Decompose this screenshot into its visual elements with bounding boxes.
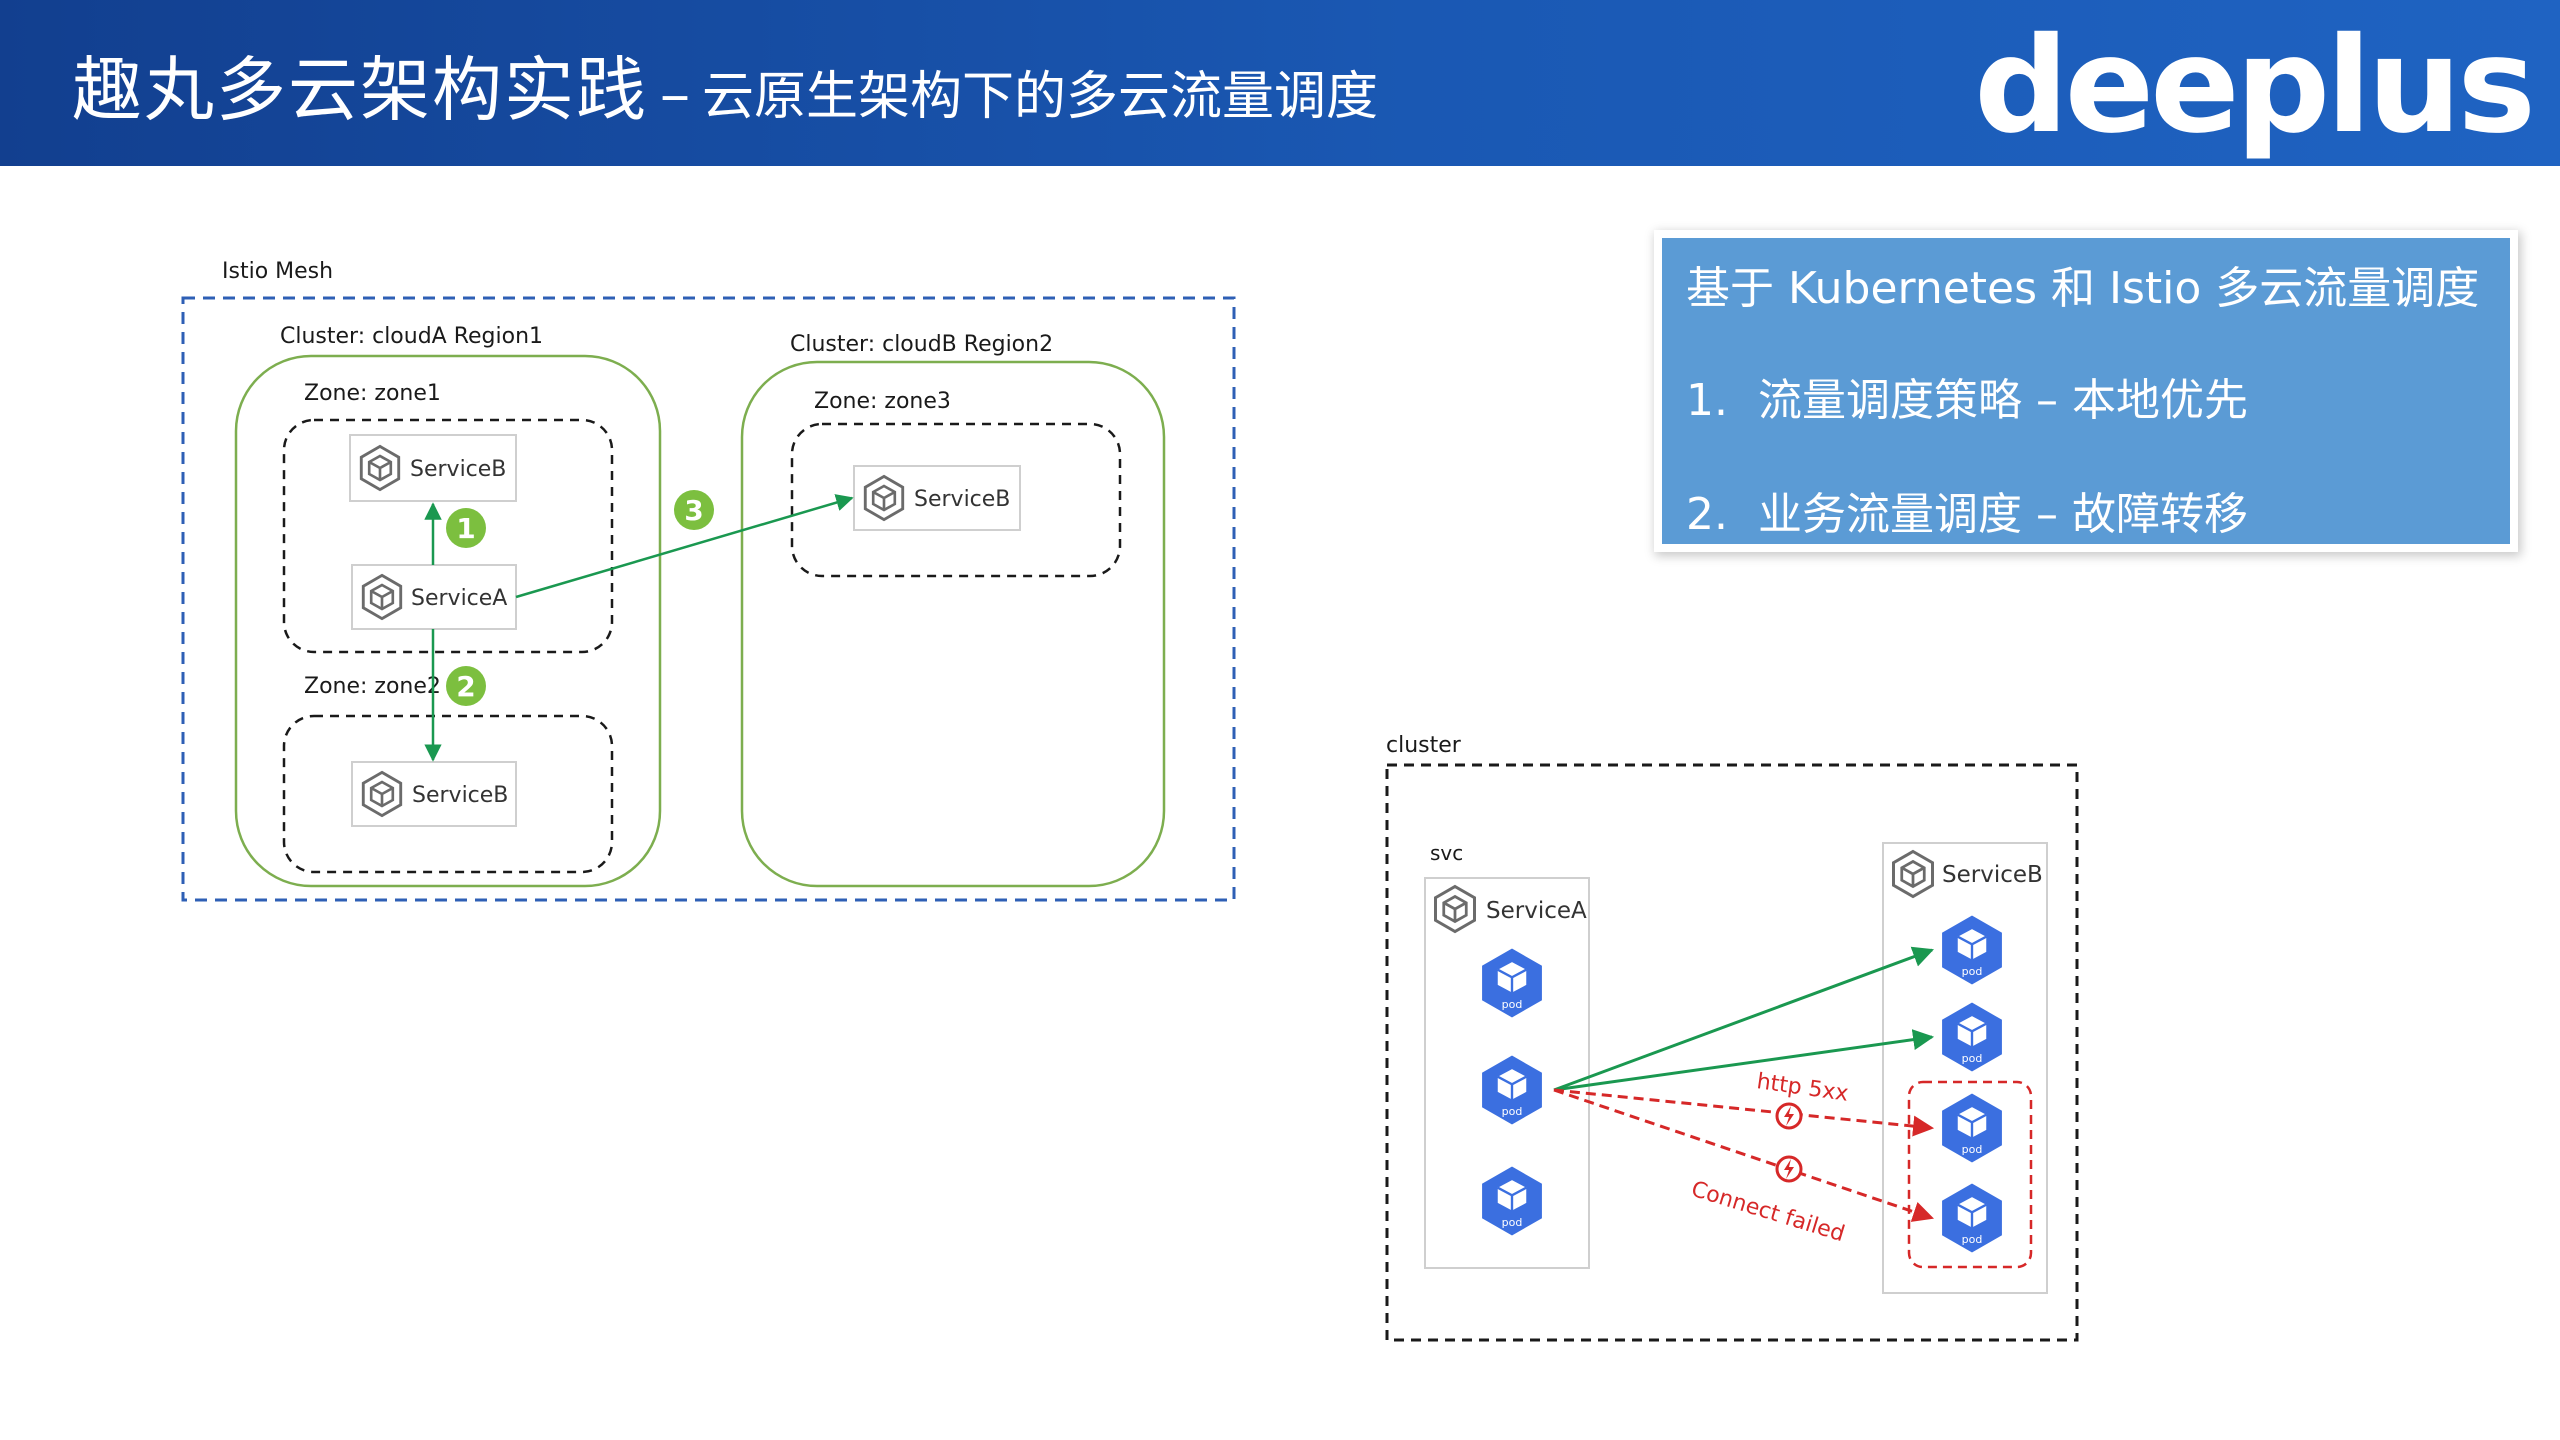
pod-b3: pod [1939, 1090, 2005, 1166]
serviceb-column [1882, 842, 2048, 1294]
svg-text:pod: pod [1962, 965, 1983, 978]
panel-item-2-text: 业务流量调度 – 故障转移 [1758, 489, 2248, 540]
panel-title: 基于 Kubernetes 和 Istio 多云流量调度 [1686, 263, 2480, 314]
svg-text:pod: pod [1502, 1105, 1523, 1118]
svg-text:ServiceB: ServiceB [914, 487, 1010, 512]
cluster-a-label: Cluster: cloudA Region1 [280, 324, 543, 349]
servicea-column [1424, 877, 1590, 1269]
failed-pods-group [1907, 1080, 2033, 1269]
deeplus-logo: deeplus [1974, 9, 2536, 163]
pod-b2: pod [1939, 999, 2005, 1075]
svg-text:pod: pod [1962, 1143, 1983, 1156]
servicea-icon [1434, 885, 1476, 933]
zone1-box [282, 418, 614, 654]
istio-mesh-label: Istio Mesh [222, 259, 333, 284]
fail-icon-1 [1775, 1102, 1803, 1130]
title-main: 趣丸多云架构实践 [72, 49, 648, 131]
marker-2: 2 [446, 666, 486, 706]
fail-icon-2 [1775, 1155, 1803, 1183]
svg-text:ServiceA: ServiceA [411, 586, 507, 611]
pod-b1: pod [1939, 912, 2005, 988]
pod-a3: pod [1479, 1163, 1545, 1239]
cluster-boundary [1385, 763, 2079, 1342]
pod-a2: pod [1479, 1052, 1545, 1128]
zone2-label: Zone: zone2 [304, 674, 441, 699]
zone3-box [790, 422, 1122, 578]
serviceb-title: ServiceB [1942, 862, 2043, 888]
svg-text:ServiceB: ServiceB [412, 783, 508, 808]
svg-text:pod: pod [1502, 998, 1523, 1011]
pod-a1: pod [1479, 945, 1545, 1021]
cluster-a-box [234, 354, 662, 888]
arrow-fail-2 [1553, 1088, 1934, 1222]
panel-item-2-number: 2. [1686, 489, 1728, 540]
cluster-b-label: Cluster: cloudB Region2 [790, 332, 1053, 357]
zone3-label: Zone: zone3 [814, 389, 951, 414]
strategy-panel: 基于 Kubernetes 和 Istio 多云流量调度 1. 流量调度策略 – … [1662, 238, 2510, 544]
svg-text:pod: pod [1962, 1233, 1983, 1246]
page-title: 趣丸多云架构实践–云原生架构下的多云流量调度 [72, 34, 1378, 135]
title-separator: – [660, 59, 690, 129]
pod-b4: pod [1939, 1180, 2005, 1256]
zone3-serviceb-node: ServiceB [853, 465, 1021, 531]
arrow-ok-1 [1553, 946, 1934, 1092]
panel-item-2: 2. 业务流量调度 – 故障转移 [1686, 478, 2248, 542]
svg-text:2: 2 [456, 670, 475, 703]
arrow-cross-cluster [515, 494, 854, 599]
marker-3: 3 [674, 490, 714, 530]
zone1-servicea-node: ServiceA [351, 564, 517, 630]
serviceb-icon [1892, 850, 1934, 898]
svc-label: svc [1430, 841, 1463, 865]
zone2-serviceb-node: ServiceB [351, 761, 517, 827]
svg-text:3: 3 [684, 494, 703, 527]
panel-item-1-text: 流量调度策略 – 本地优先 [1758, 375, 2248, 426]
marker-1: 1 [446, 508, 486, 548]
panel-item-1: 1. 流量调度策略 – 本地优先 [1686, 364, 2248, 428]
cluster-b-box [740, 360, 1166, 888]
panel-item-1-number: 1. [1686, 375, 1728, 426]
svg-text:pod: pod [1962, 1052, 1983, 1065]
zone1-label: Zone: zone1 [304, 381, 441, 406]
servicea-title: ServiceA [1486, 898, 1587, 924]
svg-text:pod: pod [1502, 1216, 1523, 1229]
zone2-box [282, 714, 614, 874]
zone1-serviceb-node: ServiceB [349, 434, 517, 502]
arrow-fail-1 [1553, 1088, 1935, 1137]
connect-failed-label: Connect failed [1688, 1177, 1847, 1247]
svg-text:1: 1 [456, 512, 475, 545]
arrow-ok-2 [1553, 1029, 1935, 1092]
cluster-label: cluster [1386, 733, 1462, 758]
title-subtitle: 云原生架构下的多云流量调度 [702, 67, 1379, 127]
istio-mesh-boundary [181, 296, 1236, 902]
http-5xx-label: http 5xx [1755, 1069, 1850, 1107]
header-banner: 趣丸多云架构实践–云原生架构下的多云流量调度 deeplus [0, 0, 2560, 166]
svg-text:ServiceB: ServiceB [410, 457, 506, 482]
